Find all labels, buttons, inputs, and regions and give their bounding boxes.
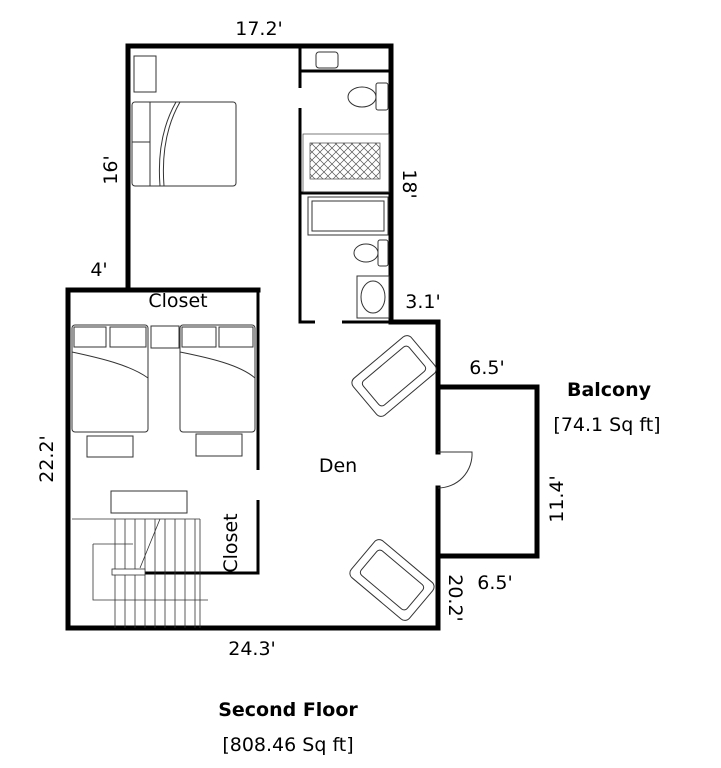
sink xyxy=(356,275,390,319)
shower-tile xyxy=(309,142,381,180)
bathroom-partitions xyxy=(300,69,391,195)
bed xyxy=(71,324,149,433)
bedroom-wall xyxy=(145,290,260,575)
toilet-tank xyxy=(375,82,389,111)
floor-area: [808.46 Sq ft] xyxy=(222,734,353,756)
staircase xyxy=(72,518,208,628)
floor-title: Second Floor xyxy=(218,699,358,721)
dimension-top: 17.2' xyxy=(235,18,283,40)
toilet xyxy=(353,243,379,263)
shower xyxy=(302,133,390,193)
room-label-closet: Closet xyxy=(148,290,207,312)
sink xyxy=(315,51,339,69)
dimension-step-left: 4' xyxy=(90,259,107,281)
armchair xyxy=(349,539,435,621)
nightstand xyxy=(150,325,180,349)
bed xyxy=(131,101,237,187)
room-label-den: Den xyxy=(319,455,357,477)
room-label-balcony: Balcony xyxy=(567,379,652,401)
balcony-door xyxy=(437,451,473,489)
nightstand xyxy=(195,433,243,457)
dimension-balcony-bottom: 6.5' xyxy=(477,572,512,594)
dimension-balcony-right: 11.4' xyxy=(546,475,568,523)
balcony-area: [74.1 Sq ft] xyxy=(553,414,660,436)
dimension-right-upper: 18' xyxy=(398,169,420,198)
armchair xyxy=(351,335,437,417)
bed-detail xyxy=(132,101,181,187)
room-label-closet: Closet xyxy=(220,513,242,572)
dimension-left-upper: 16' xyxy=(100,155,122,184)
bathtub xyxy=(307,196,389,236)
dimension-balcony-top: 6.5' xyxy=(469,357,504,379)
toilet xyxy=(347,86,377,108)
bed xyxy=(179,324,256,433)
nightstand xyxy=(133,55,157,93)
dimension-bottom: 24.3' xyxy=(228,638,276,660)
dimension-step-right: 3.1' xyxy=(405,291,440,313)
nightstand xyxy=(86,435,134,458)
dimension-left-lower: 22.2' xyxy=(36,435,58,483)
dresser xyxy=(110,490,188,514)
balcony-walls xyxy=(435,384,540,559)
dimension-right-lower: 20.2' xyxy=(444,574,466,622)
bathroom-wall xyxy=(298,46,391,324)
